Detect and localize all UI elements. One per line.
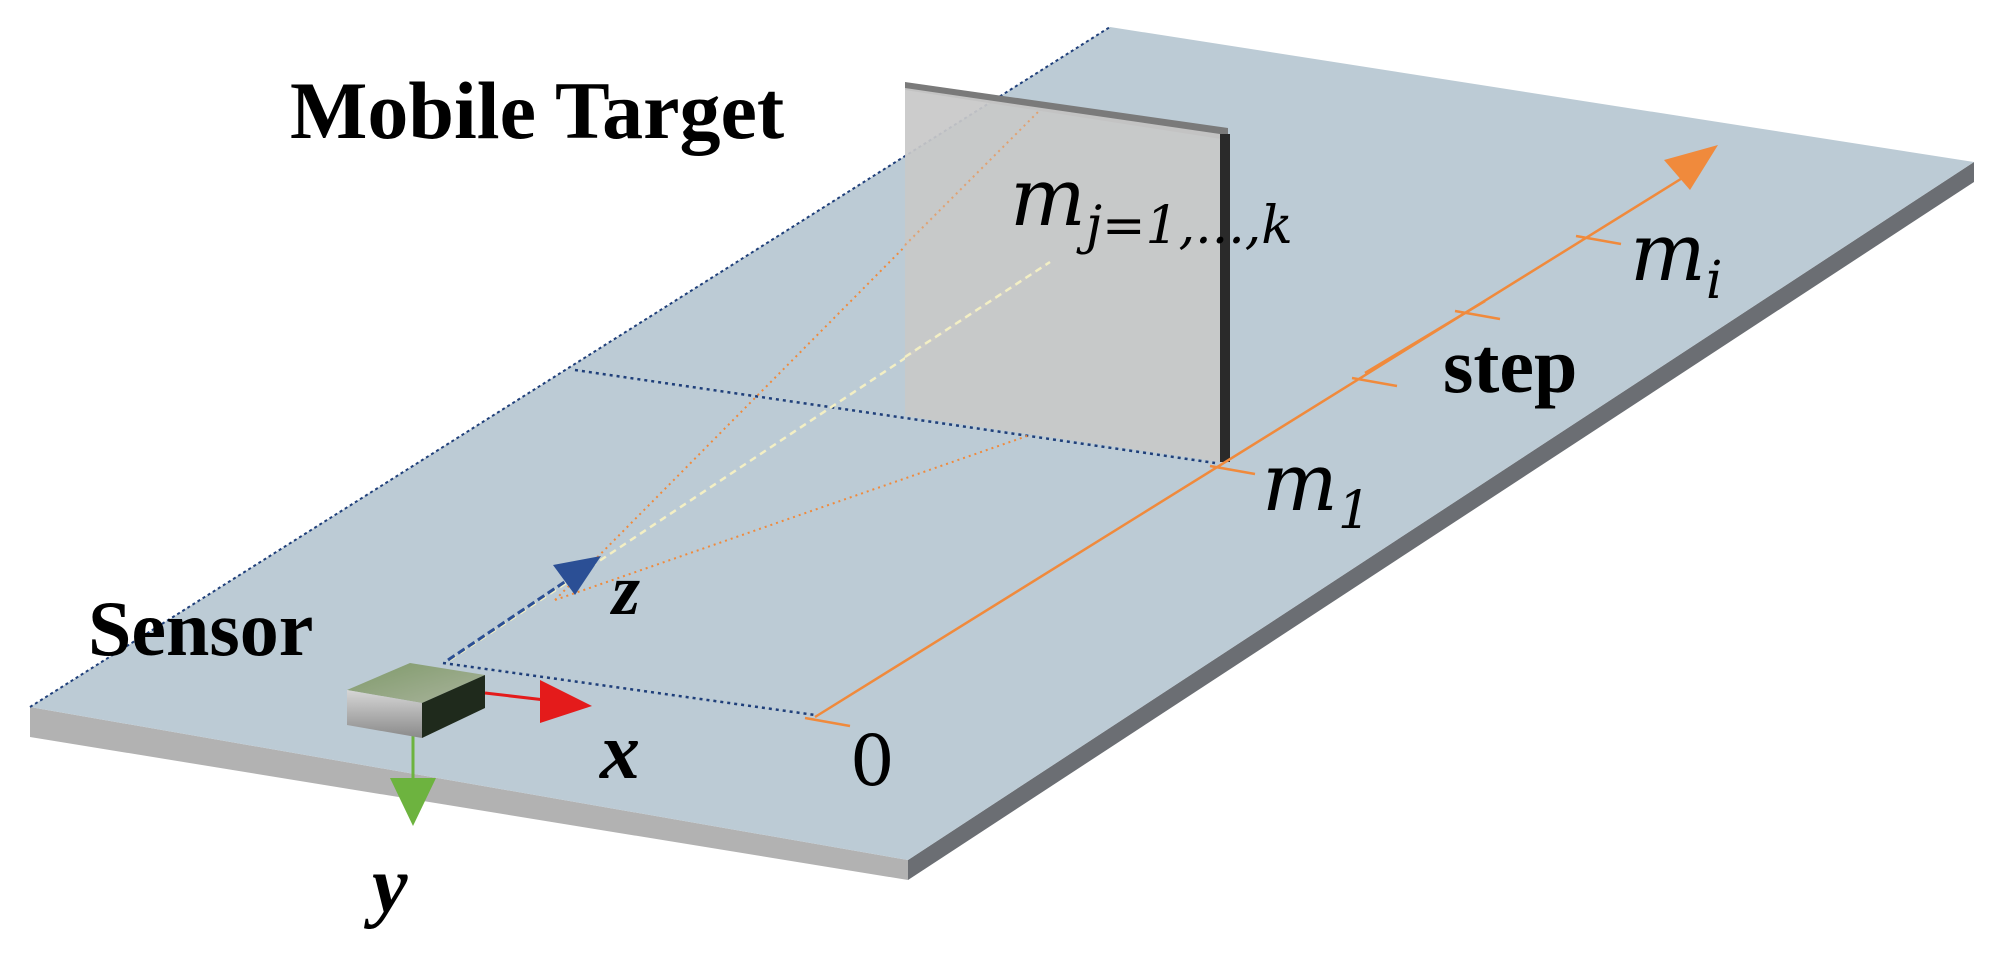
tick-m1: [1209, 464, 1256, 476]
sensor-side-face: [422, 675, 485, 738]
label-origin: 0: [850, 720, 895, 802]
ray-top: [554, 109, 1041, 601]
sensor-front-face: [347, 690, 422, 738]
tick-step-b: [1454, 309, 1501, 321]
m-j-subscript: j=1,...,k: [1076, 196, 1293, 256]
label-m-j: mj=1,...,k: [1010, 151, 1293, 256]
target-panel-face: [905, 88, 1220, 462]
label-axis-z: z: [609, 550, 640, 630]
m-1-base: m: [1262, 436, 1338, 529]
label-m-i: mi: [1630, 206, 1723, 311]
platform-top-face: [30, 27, 1974, 860]
label-axis-x: x: [599, 708, 640, 796]
track-arrow-head: [1664, 145, 1718, 190]
x-axis-line: [484, 691, 546, 702]
z-axis-line: [447, 573, 576, 662]
x-axis-arrow-head: [540, 680, 592, 723]
label-sensor: Sensor: [88, 585, 313, 672]
m-i-subscript: i: [1706, 251, 1723, 311]
label-m-1: m1: [1262, 436, 1371, 541]
track-line: [814, 170, 1693, 719]
platform-front-face: [30, 707, 908, 880]
tick-step-a: [1351, 376, 1398, 388]
ray-center-on-panel: [904, 260, 1051, 359]
guide-line-target-base: [574, 368, 1216, 465]
sensor-top-face: [347, 663, 485, 703]
label-step: step: [1443, 322, 1577, 409]
m-i-base: m: [1630, 206, 1706, 299]
m-1-subscript: 1: [1338, 481, 1371, 541]
platform-side-face: [908, 162, 1974, 880]
z-axis-arrow-head: [553, 556, 601, 595]
label-mobile-target: Mobile Target: [290, 65, 784, 156]
label-axis-y: y: [363, 842, 408, 930]
step-dimension-line: [1364, 299, 1486, 375]
y-axis-arrow-head: [390, 778, 436, 826]
ray-top-on-panel: [904, 109, 1041, 246]
tick-origin: [804, 716, 851, 728]
m-j-base: m: [1010, 151, 1086, 244]
target-panel-side-edge: [1220, 134, 1230, 462]
tick-mi: [1575, 234, 1622, 246]
